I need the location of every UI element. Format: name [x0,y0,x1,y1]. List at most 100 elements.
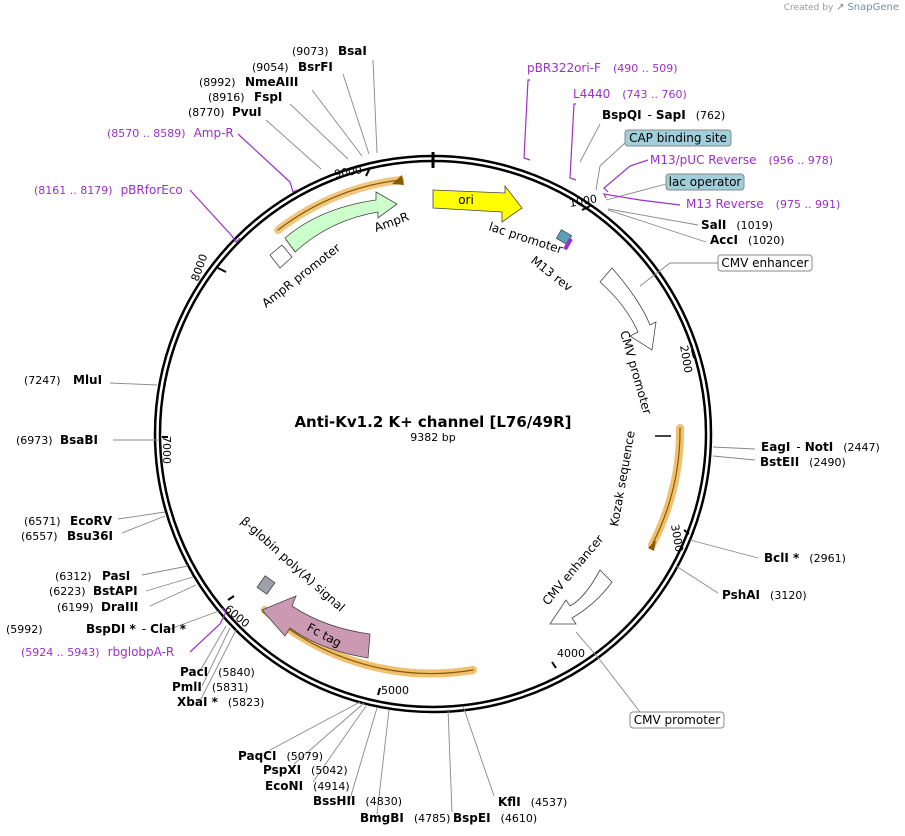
enzyme-leader [372,59,378,154]
enzyme-site: EagI-NotI(2447) [761,440,880,454]
enzyme-position: (5079) [286,750,323,763]
enzyme-name: Bsu36I [67,529,113,543]
enzyme-name: SalI [701,218,726,232]
enzyme-leader [201,627,231,687]
enzyme-position: (2961) [809,552,846,565]
enzyme-name: BsrFI [298,60,333,74]
box-leader [605,183,667,201]
enzyme-position: (4785) [414,812,451,825]
brand-created-by: Created by [783,3,834,13]
enzyme-position: (8992) [199,76,236,89]
enzyme-position: (762) [696,109,726,122]
primer-range: (975 .. 991) [776,198,841,211]
brand-app-name: SnapGene [847,2,899,13]
enzyme-leader [141,565,189,576]
enzyme-site: BspQI-SapI(762) [602,108,725,122]
enzyme-leader [675,565,719,594]
snapgene-logo-icon: ↗ [836,2,845,13]
enzyme-name-2: ClaI * [150,622,187,636]
enzyme-site: BspEI (4610) [453,811,537,825]
enzyme-position: (6571) [24,515,61,528]
primer-line [569,103,577,181]
enzyme-position: (6199) [57,601,94,614]
primer-label: (5924 .. 5943)rbglobpA-R [21,645,174,659]
plasmid-length: 9382 bp [410,431,455,444]
enzyme-position: (3120) [770,589,807,602]
enzyme-site: BmgBI(4785) [360,811,450,825]
enzyme-leader [200,629,237,700]
primer-name: pBR322ori-F [527,61,601,75]
enzyme-name: PvuI [232,105,262,119]
enzyme-position: (5823) [228,696,265,709]
enzyme-leader [109,382,158,386]
kozak-glow-arrowhead [648,540,656,551]
primer-line [189,607,227,653]
enzyme-leader [312,705,367,783]
enzyme-position: (6557) [21,530,58,543]
tick-label: 4000 [557,647,585,660]
enzyme-separator: - [648,108,652,122]
primer-range: (743 .. 760) [622,88,687,101]
enzyme-name: KflI [498,795,521,809]
primer-name: M13 Reverse [686,197,764,211]
primer-name: M13/pUC Reverse [650,153,757,167]
enzyme-site: (8992) NmeAIII [199,75,298,89]
feature-box [717,254,813,272]
enzyme-site: (8770)PvuI [188,105,262,119]
leader-lines [109,59,759,815]
enzyme-site: PacI(5840) [180,665,255,679]
enzyme-leader [579,123,601,163]
enzyme-name: EcoRV [70,514,113,528]
enzyme-site: (8916)FspI [208,90,282,104]
kozak-label: Kozak sequence [607,430,638,528]
enzyme-name: BstEII [760,455,799,469]
enzyme-name: NmeAIII [245,75,298,89]
enzyme-site: XbaI * (5823) [177,695,264,709]
enzyme-site: (6312)PasI [55,569,130,583]
tick-label: 7000 [160,436,173,464]
enzyme-separator: - [796,440,800,454]
primer-range: (8570 .. 8589) [107,127,186,140]
tick-mark [683,529,690,535]
enzyme-site: BstEII (2490) [760,455,846,469]
enzyme-site: BclI *(2961) [764,551,846,565]
snapgene-brand: Created by ↗ SnapGene [784,2,899,13]
enzyme-name: PshAI [722,588,760,602]
enzyme-site: (6571) EcoRV [24,514,113,528]
box-leader [595,141,627,191]
tick-label: 9000 [333,163,363,181]
enzyme-position: (4610) [501,812,538,825]
enzyme-name: XbaI * [177,695,219,709]
enzyme-site: (6973)BsaBI [16,433,98,447]
tick-mark [551,661,557,669]
tick-label: 2000 [677,344,695,374]
enzyme-leader [311,89,363,157]
enzyme-site: SalI(1019) [701,218,773,232]
enzyme-name: PasI [102,569,130,583]
enzyme-position: (4914) [313,780,350,793]
ampr-promoter-feature [269,244,293,269]
feature-box-label: CAP binding site [629,131,727,145]
cmv-enhancer-feature [549,569,613,625]
tick-label: 1000 [568,192,598,210]
enzyme-site: AccI(1020) [710,233,785,247]
enzyme-name: PspXI [263,763,301,777]
enzyme-name-2: NotI [805,440,834,454]
fc-tag-feature [261,595,371,659]
tick-mark [365,167,371,177]
enzyme-leader [121,515,166,534]
enzyme-leader [607,208,699,226]
m13-rev-marker [563,237,573,251]
enzyme-position: (2490) [809,456,846,469]
primer-line [603,159,649,193]
enzyme-leader [689,539,759,559]
enzyme-position: (5042) [311,764,348,777]
primer-lines [189,79,681,653]
enzyme-name: BspEI [453,811,491,825]
primer-name: Amp-R [194,126,234,140]
enzyme-name: BspDI * [86,622,136,636]
m13-rev-label: M13 rev [528,253,575,294]
enzyme-leader [376,709,390,815]
enzyme-leader [269,701,361,751]
enzyme-name: PmlI [172,680,202,694]
